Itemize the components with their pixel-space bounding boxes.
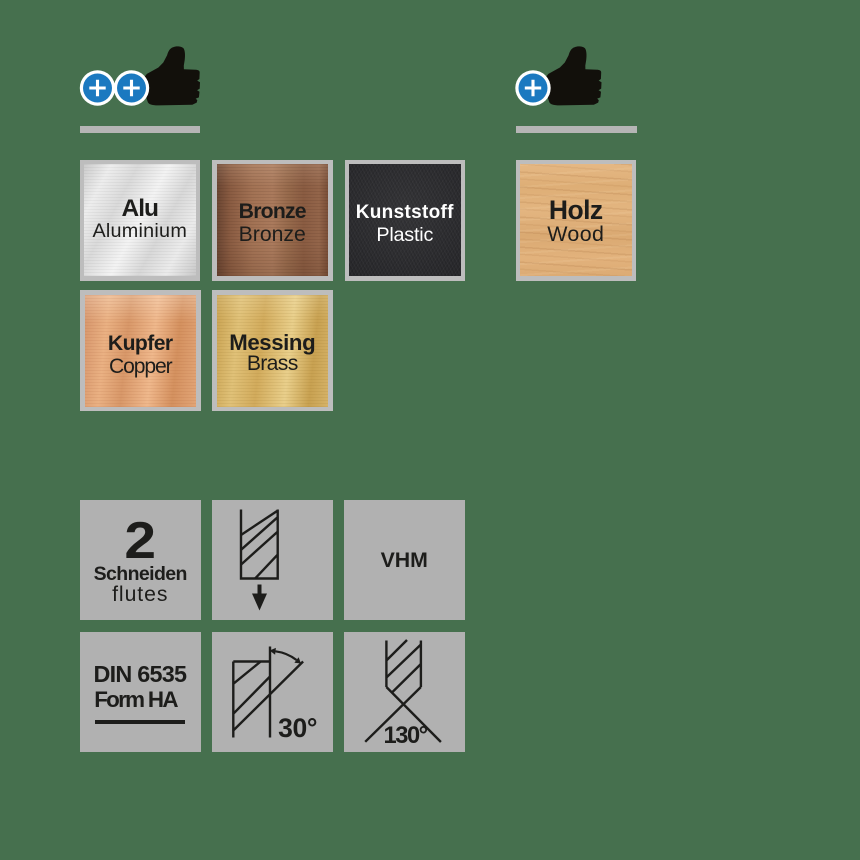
svg-text:130°: 130° bbox=[384, 723, 428, 749]
svg-text:30°: 30° bbox=[278, 712, 317, 742]
